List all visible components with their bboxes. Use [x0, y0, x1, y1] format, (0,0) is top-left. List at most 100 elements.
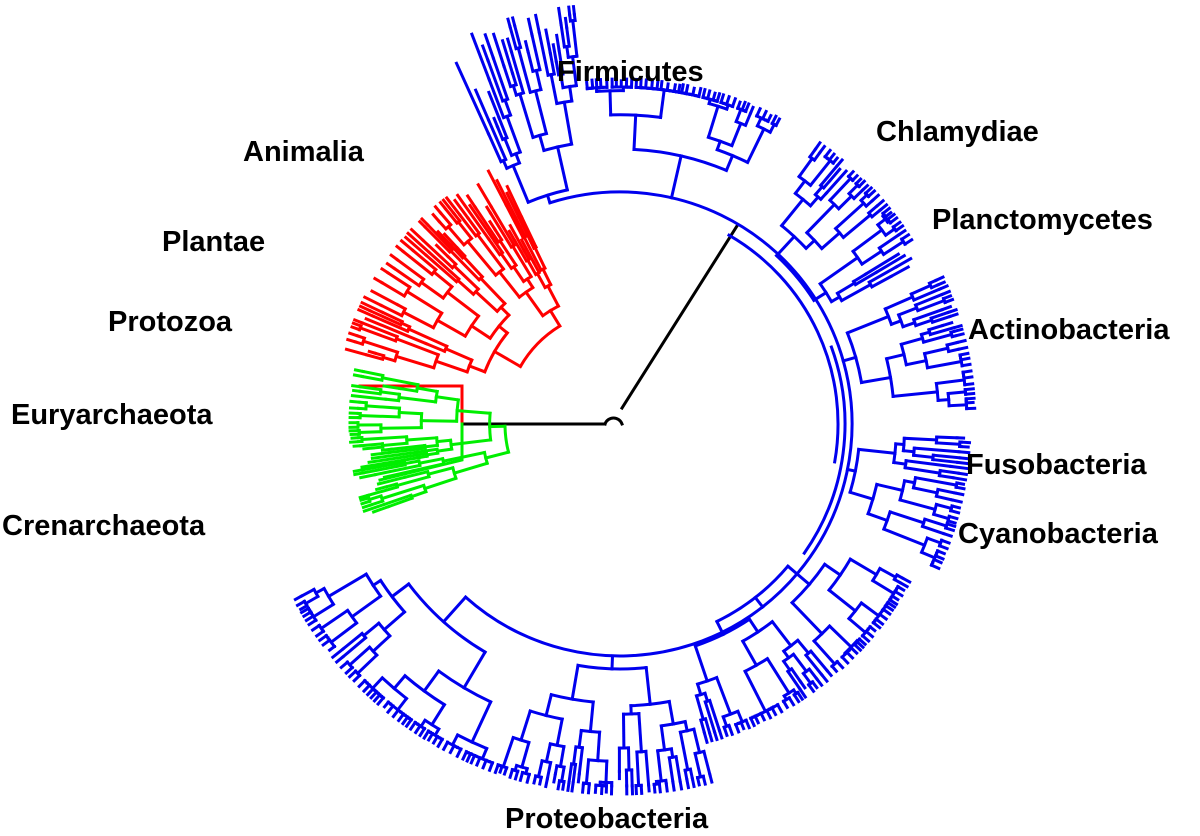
- bacteria-leaf: [551, 43, 558, 63]
- eukaryota-stem: [368, 308, 403, 327]
- bacteria-stem: [899, 336, 925, 347]
- bacteria-stem: [735, 709, 745, 724]
- bacteria-stem: [765, 656, 792, 696]
- bacteria-stem: [637, 712, 643, 754]
- bacteria-stem: [526, 49, 535, 74]
- archaea-stem: [422, 476, 458, 491]
- bacteria-stem: [692, 727, 702, 755]
- eukaryota-leaf: [442, 232, 460, 251]
- bacteria-stem: [470, 699, 493, 745]
- bacteria-stem: [722, 725, 727, 731]
- eukaryota-stem: [498, 305, 512, 318]
- eukaryota-stem: [360, 320, 400, 339]
- bacteria-stem: [565, 44, 570, 59]
- bacteria-stem: [946, 347, 961, 354]
- bacteria-stem: [945, 340, 960, 347]
- bacteria-stem: [911, 486, 939, 495]
- eukaryota-stem: [521, 248, 532, 262]
- bacteria-stem: [706, 104, 720, 140]
- eukaryota-stem: [431, 269, 455, 289]
- bacteria-stem: [829, 294, 842, 304]
- root-branches: [460, 223, 740, 426]
- bacteria-phylum-stem: [841, 355, 858, 363]
- bacteria-stem: [747, 617, 760, 635]
- eukaryota-stem: [492, 239, 505, 255]
- bacteria-stem: [851, 227, 884, 254]
- bacteria-stem: [509, 49, 526, 95]
- bacteria-stem: [501, 735, 516, 769]
- bacteria-stem: [683, 768, 689, 782]
- archaea-leaf: [376, 475, 408, 486]
- eukaryota-stem: [423, 252, 459, 284]
- archaea-stem: [358, 389, 382, 396]
- bacteria-stem: [715, 139, 723, 152]
- archaea-stem: [455, 408, 492, 415]
- bacteria-stem: [903, 465, 942, 475]
- bacteria-stem: [565, 25, 571, 48]
- bacteria-stem: [559, 72, 565, 90]
- bacteria-stem: [896, 305, 919, 317]
- bacteria-stem: [851, 272, 868, 284]
- archaea-stem: [380, 376, 420, 387]
- bacteria-stem: [632, 113, 638, 151]
- eukaryota-stem: [520, 223, 536, 251]
- bacteria-stem: [513, 151, 522, 165]
- root-bacteria-branch: [619, 223, 740, 411]
- bacteria-stem: [630, 768, 634, 788]
- bacteria-stem: [549, 72, 559, 106]
- bacteria-leaf: [483, 32, 496, 60]
- bacteria-clade: [293, 4, 977, 796]
- bacteria-stem: [848, 490, 875, 501]
- bacteria-leaf: [894, 256, 913, 269]
- archaea-stem: [397, 395, 438, 404]
- bacteria-stem: [842, 650, 848, 656]
- bacteria-stem: [901, 449, 916, 454]
- label-animalia: Animalia: [243, 136, 364, 168]
- bacteria-leaf: [863, 252, 901, 277]
- bacteria-stem: [931, 512, 951, 521]
- bacteria-stem: [822, 562, 843, 578]
- label-actinobacteria: Actinobacteria: [968, 314, 1170, 346]
- bacteria-phylum-stem: [610, 654, 615, 671]
- bacteria-stem: [934, 378, 966, 386]
- eukaryota-leaf: [362, 295, 384, 308]
- bacteria-stem: [392, 673, 408, 691]
- bacteria-inner-arc: [726, 233, 840, 464]
- eukaryota-leaf: [356, 307, 375, 318]
- eukaryota-leaf: [364, 316, 429, 346]
- eukaryota-leaf: [399, 238, 416, 253]
- bacteria-phylum-stem: [441, 594, 468, 624]
- bacteria-stem: [678, 730, 690, 772]
- bacteria-stem: [548, 51, 556, 76]
- eukaryota-stem: [512, 238, 529, 263]
- bacteria-stem: [892, 460, 908, 466]
- eukaryota-leaf: [441, 198, 456, 216]
- bacteria-leaf: [949, 464, 969, 471]
- bacteria-leaf: [523, 39, 530, 54]
- bacteria-stem: [884, 352, 906, 361]
- bacteria-leaf: [533, 13, 541, 35]
- eukaryota-stem: [358, 325, 398, 343]
- archaea-stem: [414, 447, 439, 454]
- bacteria-stem: [707, 698, 722, 733]
- bacteria-stem: [501, 158, 509, 171]
- eukaryota-leaf: [444, 195, 463, 218]
- bacteria-stem: [371, 633, 392, 654]
- bacteria-stem: [869, 274, 894, 289]
- archaea-stem: [435, 447, 454, 453]
- eukaryota-stem: [424, 341, 447, 354]
- bacteria-leaf: [544, 28, 553, 56]
- bacteria-stem: [848, 557, 879, 577]
- bacteria-stem: [658, 88, 666, 120]
- bacteria-leaf: [951, 476, 968, 482]
- bacteria-stem: [808, 194, 821, 208]
- bacteria-stem: [724, 103, 731, 111]
- label-proteobacteria: Proteobacteria: [505, 803, 709, 835]
- bacteria-stem: [858, 192, 870, 203]
- bacteria-main-arc: [463, 190, 854, 658]
- bacteria-stem: [795, 638, 811, 656]
- bacteria-stem: [513, 763, 519, 773]
- bacteria-stem: [485, 58, 505, 103]
- bacteria-stem: [853, 270, 879, 287]
- archaea-stem: [483, 450, 511, 460]
